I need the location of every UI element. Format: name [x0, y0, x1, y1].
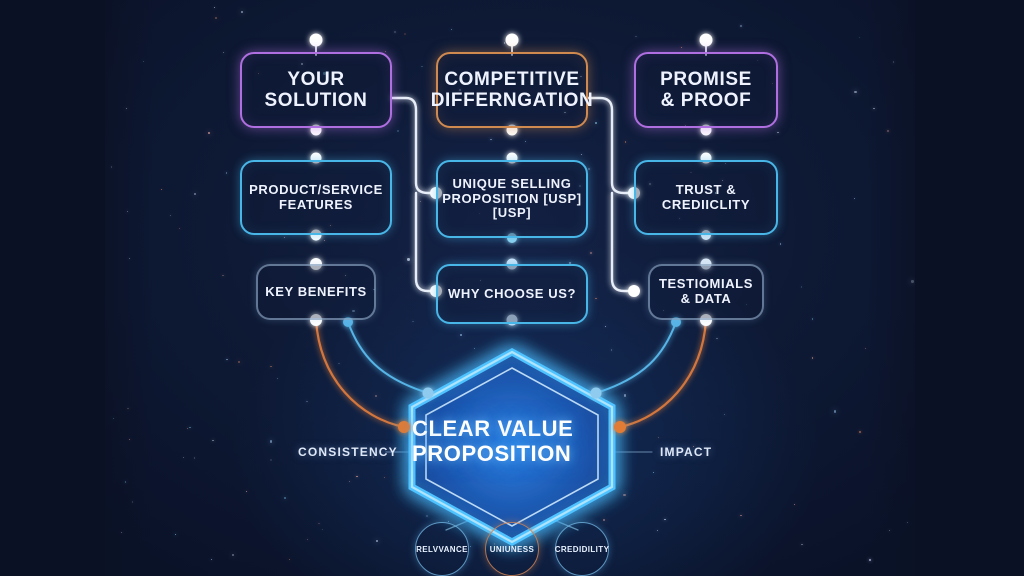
node-promise-and-proof-label: PROMISE & PROOF	[660, 68, 752, 111]
node-testimonials-and-data[interactable]: TESTIOMIALS & DATA	[648, 264, 764, 320]
node-trust-and-credibility-label: TRUST & CREDIICLITY	[661, 181, 751, 212]
node-competitive-differentiation[interactable]: COMPETITIVE DIFFERNGATION	[431, 52, 593, 128]
side-label-impact: IMPACT	[660, 445, 713, 459]
pill-relevance-label: RELVVANCE	[416, 544, 468, 554]
node-key-benefits-label: KEY BENEFITS	[265, 283, 367, 299]
pill-credibility[interactable]: CREDIDILITY	[555, 522, 609, 576]
node-testimonials-and-data-label: TESTIOMIALS & DATA	[659, 276, 753, 306]
node-unique-selling-proposition[interactable]: UNIQUE SELLING PROPOSITION [USP] [USP]	[436, 160, 588, 238]
node-why-choose-us-label: WHY CHOOSE US?	[447, 285, 577, 301]
node-trust-and-credibility[interactable]: TRUST & CREDIICLITY	[634, 160, 778, 235]
node-key-benefits[interactable]: KEY BENEFITS	[256, 264, 376, 320]
pill-uniqueness-label: UNIUNESS	[489, 544, 535, 554]
central-hexagon[interactable]: CLEAR VALUE PROPOSITION	[412, 352, 612, 532]
node-your-solution[interactable]: YOUR SOLUTION	[240, 52, 392, 128]
pill-relevance[interactable]: RELVVANCE	[415, 522, 469, 576]
central-hexagon-label: CLEAR VALUE PROPOSITION	[412, 416, 574, 466]
pill-uniqueness[interactable]: UNIUNESS	[485, 522, 539, 576]
node-competitive-differentiation-label: COMPETITIVE DIFFERNGATION	[430, 68, 594, 111]
node-why-choose-us[interactable]: WHY CHOOSE US?	[436, 264, 588, 324]
node-unique-selling-proposition-label: UNIQUE SELLING PROPOSITION [USP] [USP]	[442, 176, 582, 221]
node-promise-and-proof[interactable]: PROMISE & PROOF	[634, 52, 778, 128]
connector-nodes	[309, 33, 713, 433]
side-label-consistency: CONSISTENCY	[298, 445, 398, 459]
node-your-solution-label: YOUR SOLUTION	[264, 68, 368, 111]
node-product-service-features-label: PRODUCT/SERVICE FEATURES	[249, 181, 383, 212]
node-product-service-features[interactable]: PRODUCT/SERVICE FEATURES	[240, 160, 392, 235]
pill-credibility-label: CREDIDILITY	[554, 544, 610, 554]
